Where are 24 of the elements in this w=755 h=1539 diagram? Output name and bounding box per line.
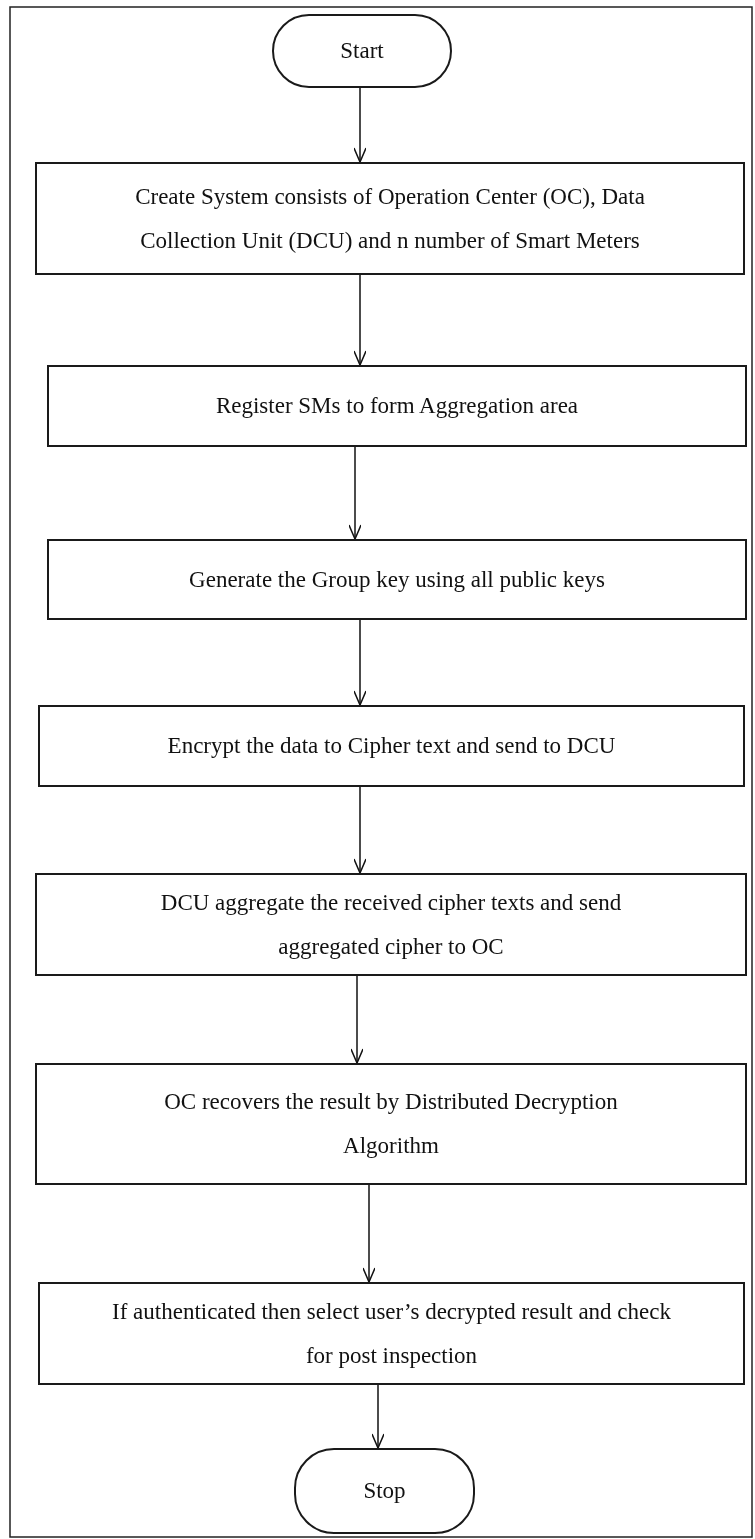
process-box (35, 1063, 747, 1185)
arrow (353, 619, 367, 706)
step-text: If authenticated then select user’s decrypted result and check for post inspection (111, 1297, 672, 1370)
step-text: Encrypt the data to Cipher text and send to DCU (167, 732, 616, 760)
arrow (350, 975, 364, 1064)
step-text: Create System consists of Operation Center (OC), Data Collection Unit (DCU) and n number of Smart Meters (134, 182, 646, 255)
arrow (371, 1384, 385, 1449)
step-text: Generate the Group key using all public keys (189, 565, 605, 594)
step-text: Stop (363, 1477, 406, 1505)
step-text: Start (340, 37, 384, 65)
process-box (47, 365, 747, 447)
step-text: OC recovers the result by Distributed Decryption Algorithm (163, 1088, 619, 1160)
process-box (38, 705, 745, 787)
arrow (353, 87, 367, 163)
arrow (348, 446, 362, 540)
step-text: Register SMs to form Aggregation area (215, 392, 579, 420)
arrow (362, 1184, 376, 1283)
process-box (35, 162, 745, 275)
process-box (38, 1282, 745, 1385)
arrow (353, 274, 367, 366)
arrow (353, 786, 367, 874)
process-box (35, 873, 747, 976)
process-box (47, 539, 747, 620)
step-text: DCU aggregate the received cipher texts and send aggregated cipher to OC (159, 888, 623, 961)
